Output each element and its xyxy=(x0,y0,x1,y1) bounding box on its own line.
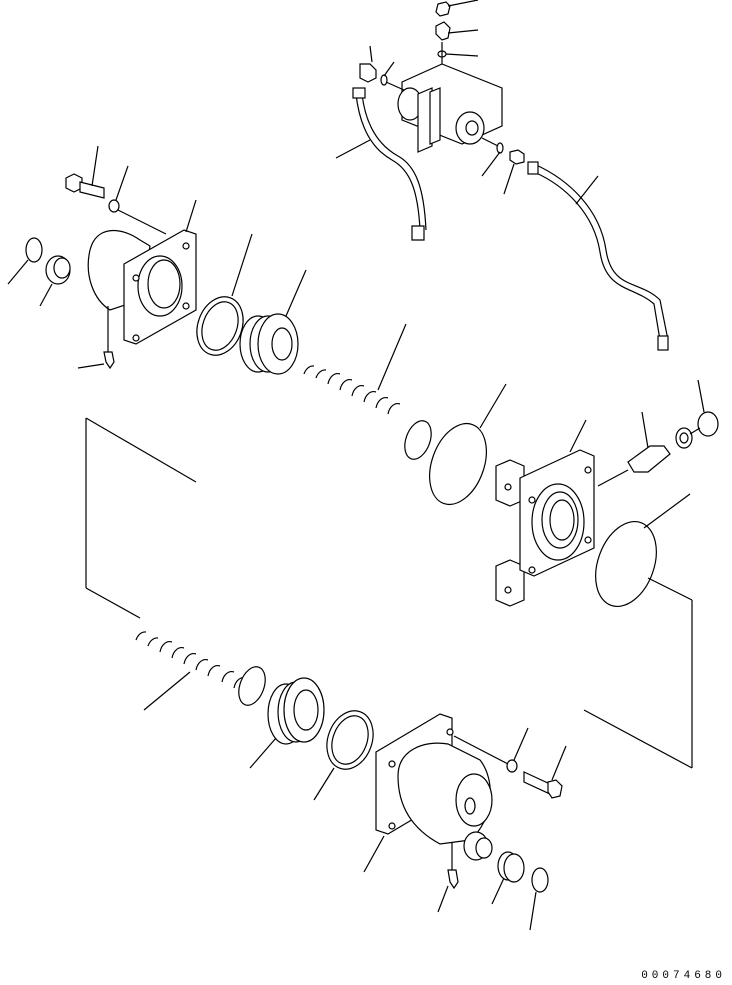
fitting-right xyxy=(597,411,671,487)
valve-assembly xyxy=(359,0,525,195)
cap-lower xyxy=(529,867,549,931)
grease-fitting-lower xyxy=(437,842,459,913)
hose-left xyxy=(335,87,427,241)
spring-lower xyxy=(135,631,266,711)
plug-lower xyxy=(491,851,525,905)
piston-lower xyxy=(249,677,325,769)
cover-lower xyxy=(363,713,509,873)
washer-lower xyxy=(506,727,529,773)
plug-upper xyxy=(39,255,71,307)
piston-upper xyxy=(239,269,307,375)
elbow-right xyxy=(675,379,719,449)
bolt-lower xyxy=(523,745,567,799)
cover-upper xyxy=(87,199,197,345)
housing xyxy=(495,419,595,607)
seal-ring-lower xyxy=(313,710,374,801)
seal-ring-upper xyxy=(196,233,253,356)
washer-upper xyxy=(108,165,167,235)
cap-upper xyxy=(7,237,43,285)
bolt-upper xyxy=(65,145,105,199)
grease-fitting-upper xyxy=(77,306,115,370)
drawing-id-label: 00074680 xyxy=(641,970,726,982)
hose-right xyxy=(527,161,669,351)
spring-upper xyxy=(303,323,432,460)
o-ring-right xyxy=(583,493,693,769)
o-ring-upper xyxy=(429,383,507,506)
reference-bracket xyxy=(85,417,197,619)
